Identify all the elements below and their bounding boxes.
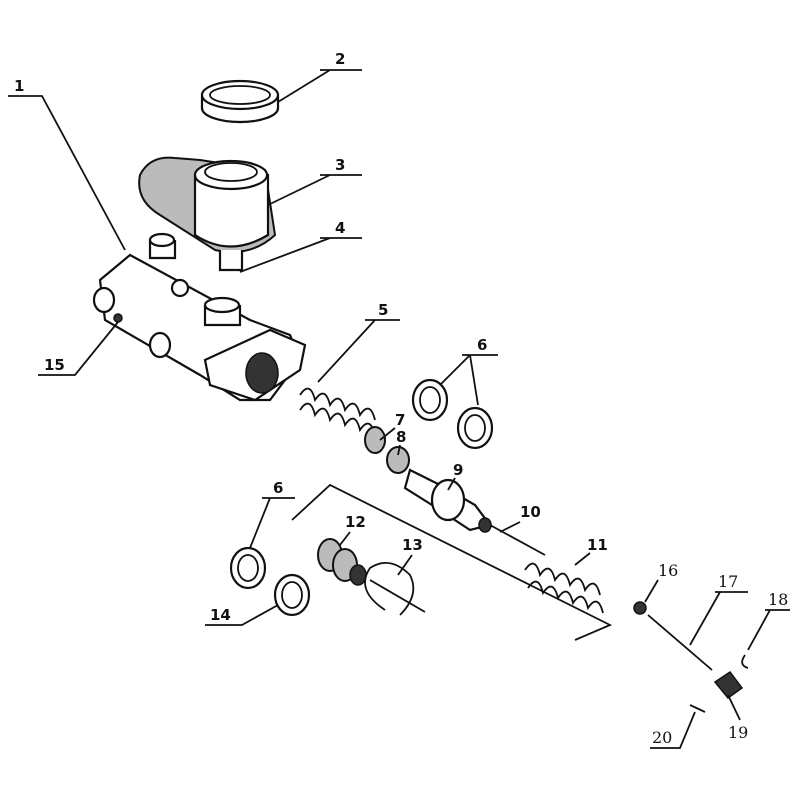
- part-11-spring: [524, 562, 604, 614]
- callout-2: 2: [335, 50, 345, 68]
- callout-14: 14: [210, 606, 231, 624]
- callout-16: 16: [658, 561, 678, 580]
- callout-9: 9: [453, 461, 463, 479]
- repair-kit-bracket: [291, 483, 613, 641]
- callout-20: 20: [652, 728, 672, 747]
- callout-19: 19: [728, 723, 748, 742]
- callout-5: 5: [378, 301, 388, 319]
- part-20-pin: [689, 704, 706, 713]
- callout-15: 15: [44, 356, 65, 374]
- callout-13: 13: [402, 536, 423, 554]
- part-17-pushrod: [647, 614, 713, 671]
- callout-12: 12: [345, 513, 366, 531]
- part-8-seal: [386, 446, 410, 474]
- callout-6-lower: 6: [273, 479, 283, 497]
- callout-6-upper: 6: [477, 336, 487, 354]
- callout-17: 17: [718, 572, 738, 591]
- part-13-circlip: [364, 561, 415, 616]
- part-2-reservoir-cap: [200, 79, 280, 124]
- callout-7: 7: [395, 411, 405, 429]
- leader-lines: [8, 69, 790, 749]
- callout-8: 8: [396, 428, 406, 446]
- callout-18: 18: [768, 590, 788, 609]
- part-1-cylinder-body: [92, 232, 307, 402]
- part-3-reservoir: [138, 156, 277, 272]
- part-5-spring: [299, 387, 376, 436]
- part-13-leader-axis: [369, 579, 426, 613]
- callout-3: 3: [335, 156, 345, 174]
- part-12-seal-set: [317, 538, 367, 586]
- callout-1: 1: [14, 77, 24, 95]
- callout-10: 10: [520, 503, 541, 521]
- part-19-clevis: [713, 670, 744, 700]
- part-9-piston: [403, 468, 492, 533]
- part-10-rod: [489, 524, 546, 556]
- part-7-seal: [364, 426, 386, 454]
- callout-11: 11: [587, 536, 608, 554]
- callout-labels: 1 2 3 4 5 6 7 8 9 10 11 6 12 13 14 15 16…: [14, 50, 788, 747]
- part-6-washers: [411, 378, 494, 450]
- callout-4: 4: [335, 219, 345, 237]
- part-6-14-washers: [229, 546, 311, 617]
- part-18-clip: [741, 654, 749, 669]
- part-16-nut: [633, 601, 647, 615]
